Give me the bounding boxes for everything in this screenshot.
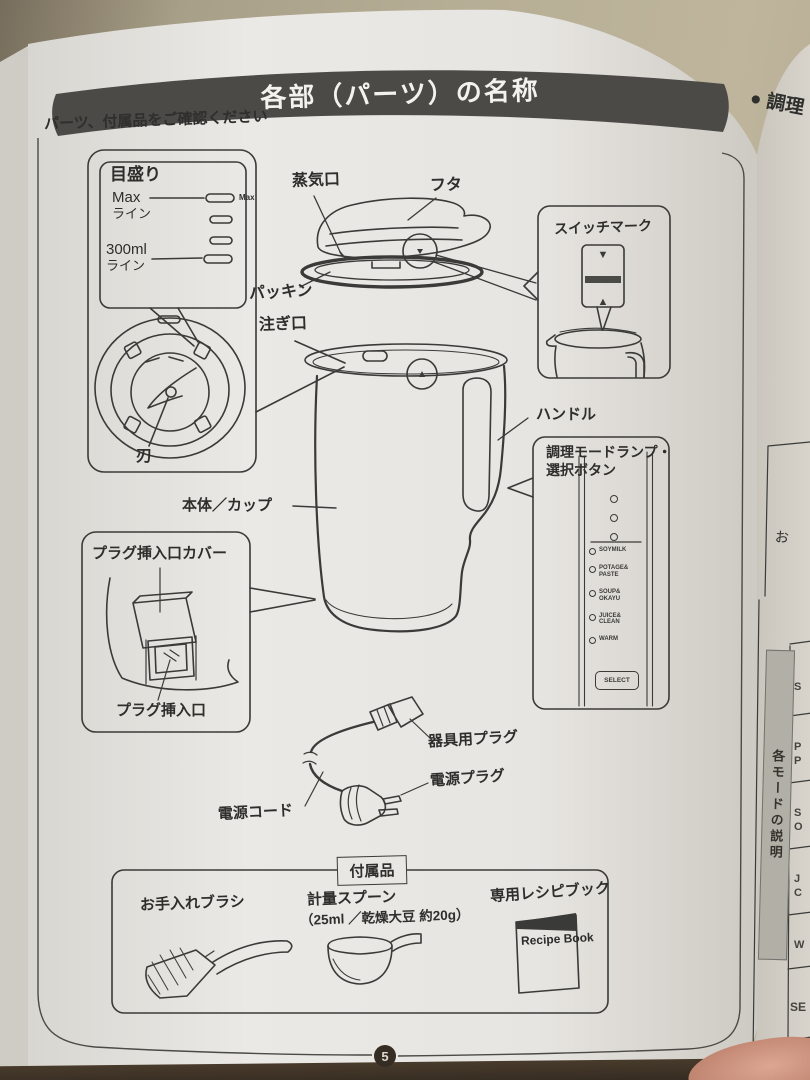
brush-label: お手入れブラシ [139,893,245,914]
power-cord-drawing [302,696,433,826]
switch-callout: ▼ ▲ [585,247,621,311]
scale-box [99,161,247,347]
switch-bar [585,275,621,283]
right-page-row-fragment: W [794,939,805,951]
max-line-label: Max [112,189,141,206]
mode-label: JUICE& CLEAN [599,612,622,626]
max-line-label2: ライン [112,206,152,221]
blade-drawing [94,315,246,459]
mode-row: WARM [589,636,647,645]
right-page-fragment-o: お [774,528,790,546]
right-page-row-fragment: J C [794,873,802,900]
plug-inlet-label: プラグ挿入口 [116,702,207,719]
mode-panel-title2: 選択ボタン [546,462,616,478]
lamp-icon [589,548,596,555]
select-button: SELECT [595,671,639,690]
mode-row: SOYMILK [589,547,647,555]
right-page-row-fragment: P P [794,741,802,768]
mode-label: SOUP& OKAYU [599,588,621,602]
scale-box-title: 目盛り [110,165,161,184]
mode-label: WARM [599,636,618,643]
accessories-section-title: 付属品 [336,855,408,886]
max-mark: Max [239,193,255,202]
plug-inlet-cover-label: プラグ挿入口カバー [92,545,228,562]
content-frame [37,138,745,1057]
mode-panel-box [507,436,670,710]
accessories-box [111,869,609,1014]
mode-row: POTAGE& PASTE [589,565,647,579]
lamp-icon [589,566,596,573]
switch-mark-label: スイッチマーク [553,217,653,237]
ml300-label: 300ml [106,241,147,258]
steam-vent-label: 蒸気口 [291,171,341,190]
handle-label: ハンドル [536,406,597,423]
right-page-row-fragment: S O [794,807,803,834]
lamp-icon [589,637,596,645]
switch-mark-box [523,205,671,379]
page-number: 5 [374,1045,396,1067]
blade-label: 刃 [136,448,153,465]
plug-cover-box [81,531,316,733]
body-cup-label: 本体／カップ [182,497,273,514]
mode-row: SOUP& OKAYU [589,589,647,603]
lid-drawing [299,195,537,301]
switch-up-icon: ▲ [597,296,609,308]
mode-panel-title: 調理モードランプ・ [546,444,672,460]
mode-label: POTAGE& PASTE [599,565,629,578]
spout-label: 注ぎ口 [258,315,308,334]
spoon-label: 計量スプーン [306,888,397,909]
switch-down-icon: ▼ [597,249,609,261]
mode-list: SOYMILK POTAGE& PASTE SOUP& OKAYU JUICE&… [589,547,647,654]
right-page-row-fragment: SE [790,1000,807,1014]
mode-lamp-dots [607,495,618,552]
title-band [52,70,729,136]
jug-drawing [292,343,529,633]
mode-row: JUICE& CLEAN [589,613,647,627]
ml300-label2: ライン [106,258,146,273]
lamp-icon [589,589,596,597]
packing-label: パッキン [248,282,313,303]
right-page-row-fragment: S [794,681,802,693]
mode-label: SOYMILK [599,547,627,553]
lid-label: フタ [429,176,463,195]
lamp-icon [589,613,596,621]
